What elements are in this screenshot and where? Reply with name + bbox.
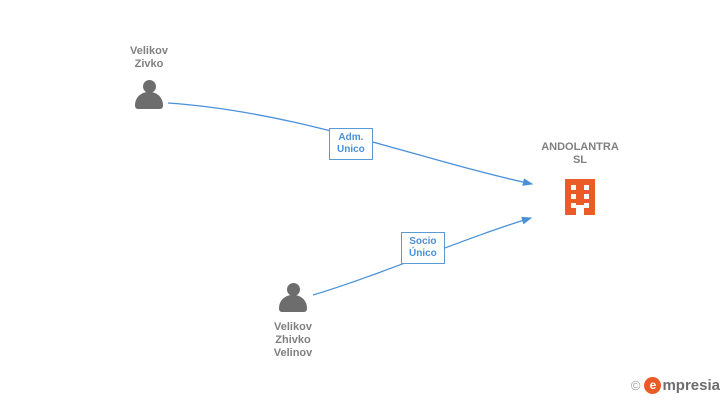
edge-label-socio[interactable]: Socio Único: [401, 232, 445, 264]
edge-label-adm[interactable]: Adm. Unico: [329, 128, 373, 160]
watermark-brand: mpresia: [662, 377, 720, 394]
node-person-bottom-label: Velikov Zhivko Velinov: [273, 321, 313, 359]
node-person-bottom[interactable]: Velikov Zhivko Velinov: [247, 283, 339, 360]
person-icon: [276, 283, 310, 313]
node-person-top-label: Velikov Zivko: [130, 45, 168, 70]
watermark: © e mpresia: [631, 377, 720, 394]
person-icon: [132, 80, 166, 110]
node-person-top[interactable]: Velikov Zivko: [103, 45, 195, 110]
node-company-label: ANDOLANTRA SL: [541, 141, 619, 166]
node-company[interactable]: ANDOLANTRA SL: [520, 141, 640, 215]
building-icon: [565, 179, 595, 215]
empresia-logo-icon: e: [644, 377, 662, 394]
copyright-symbol: ©: [630, 378, 641, 393]
